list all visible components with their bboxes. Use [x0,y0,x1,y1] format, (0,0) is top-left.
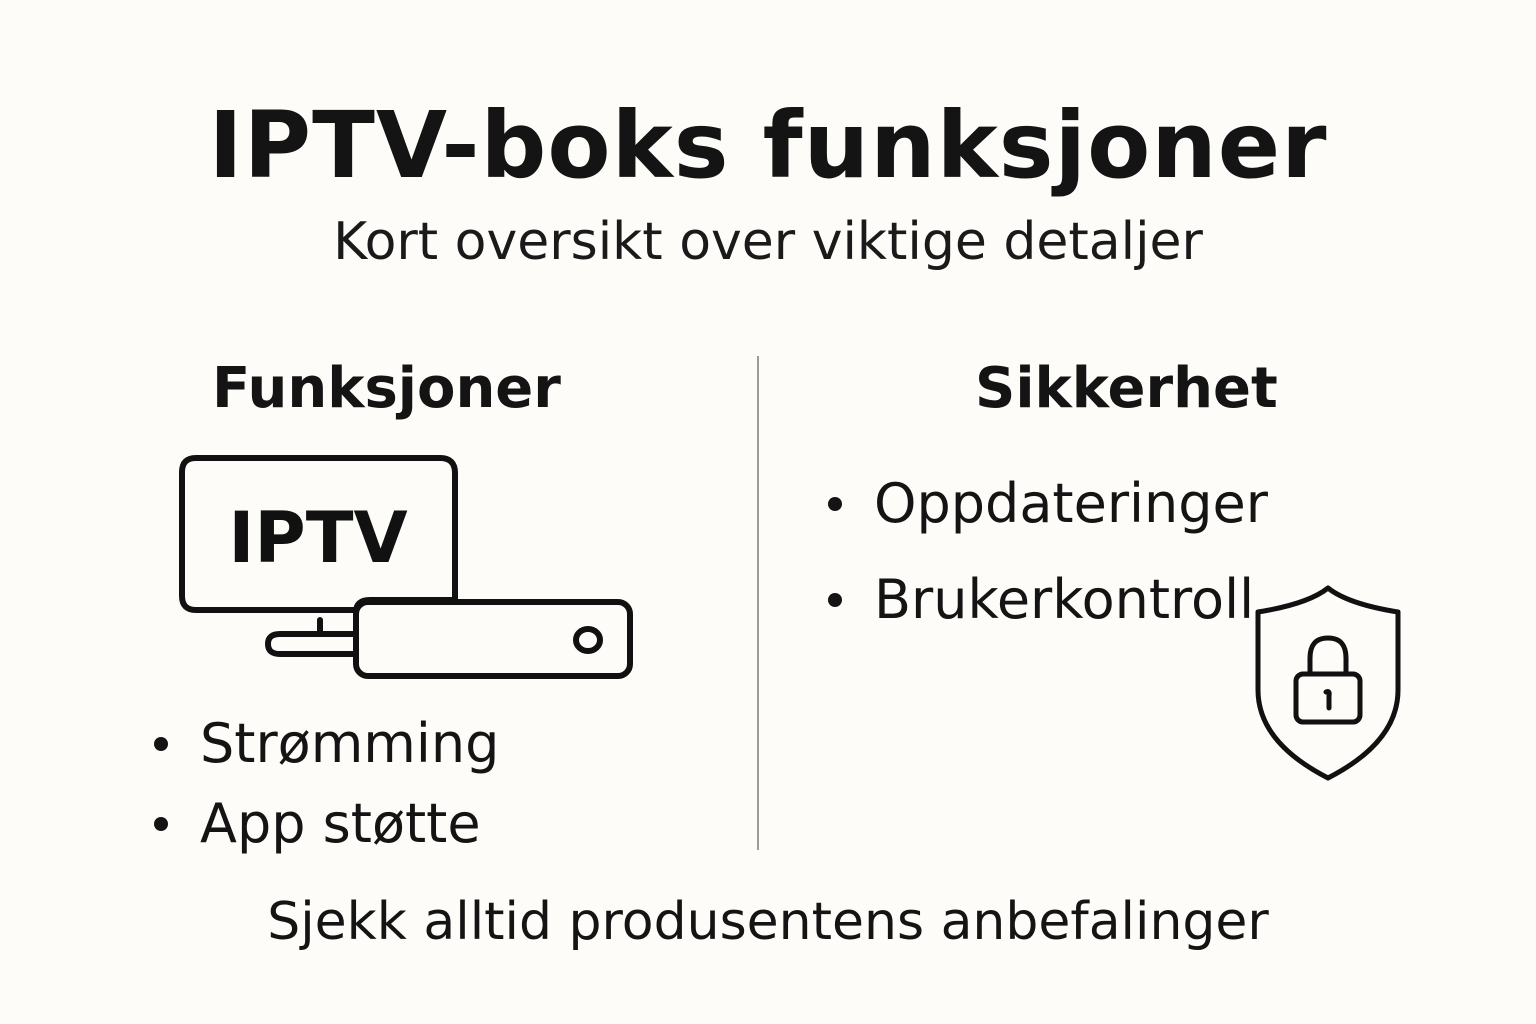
list-item-label: App støtte [200,792,481,855]
list-item-label: Oppdateringer [874,472,1268,535]
list-item: Brukerkontroll [828,568,1254,631]
shield-lock-icon [1248,582,1408,790]
list-item: Strømming [154,712,499,775]
footer-note: Sjekk alltid produsentens anbefalinger [267,892,1269,952]
list-item: Oppdateringer [828,472,1268,535]
bullet-icon [828,496,842,511]
security-heading: Sikkerhet [975,356,1278,421]
bullet-icon [154,736,168,751]
features-heading: Funksjoner [212,356,561,421]
list-item-label: Strømming [200,712,500,775]
tv-screen-label: IPTV [228,497,407,579]
bullet-icon [828,592,842,607]
list-item: App støtte [154,792,481,855]
page-subtitle: Kort oversikt over viktige detaljer [333,212,1203,272]
tv-with-set-top-box-icon: IPTV [170,444,640,688]
column-divider [757,356,759,850]
list-item-label: Brukerkontroll [874,568,1255,631]
bullet-icon [154,816,168,831]
page-title: IPTV-boks funksjoner [208,92,1328,199]
